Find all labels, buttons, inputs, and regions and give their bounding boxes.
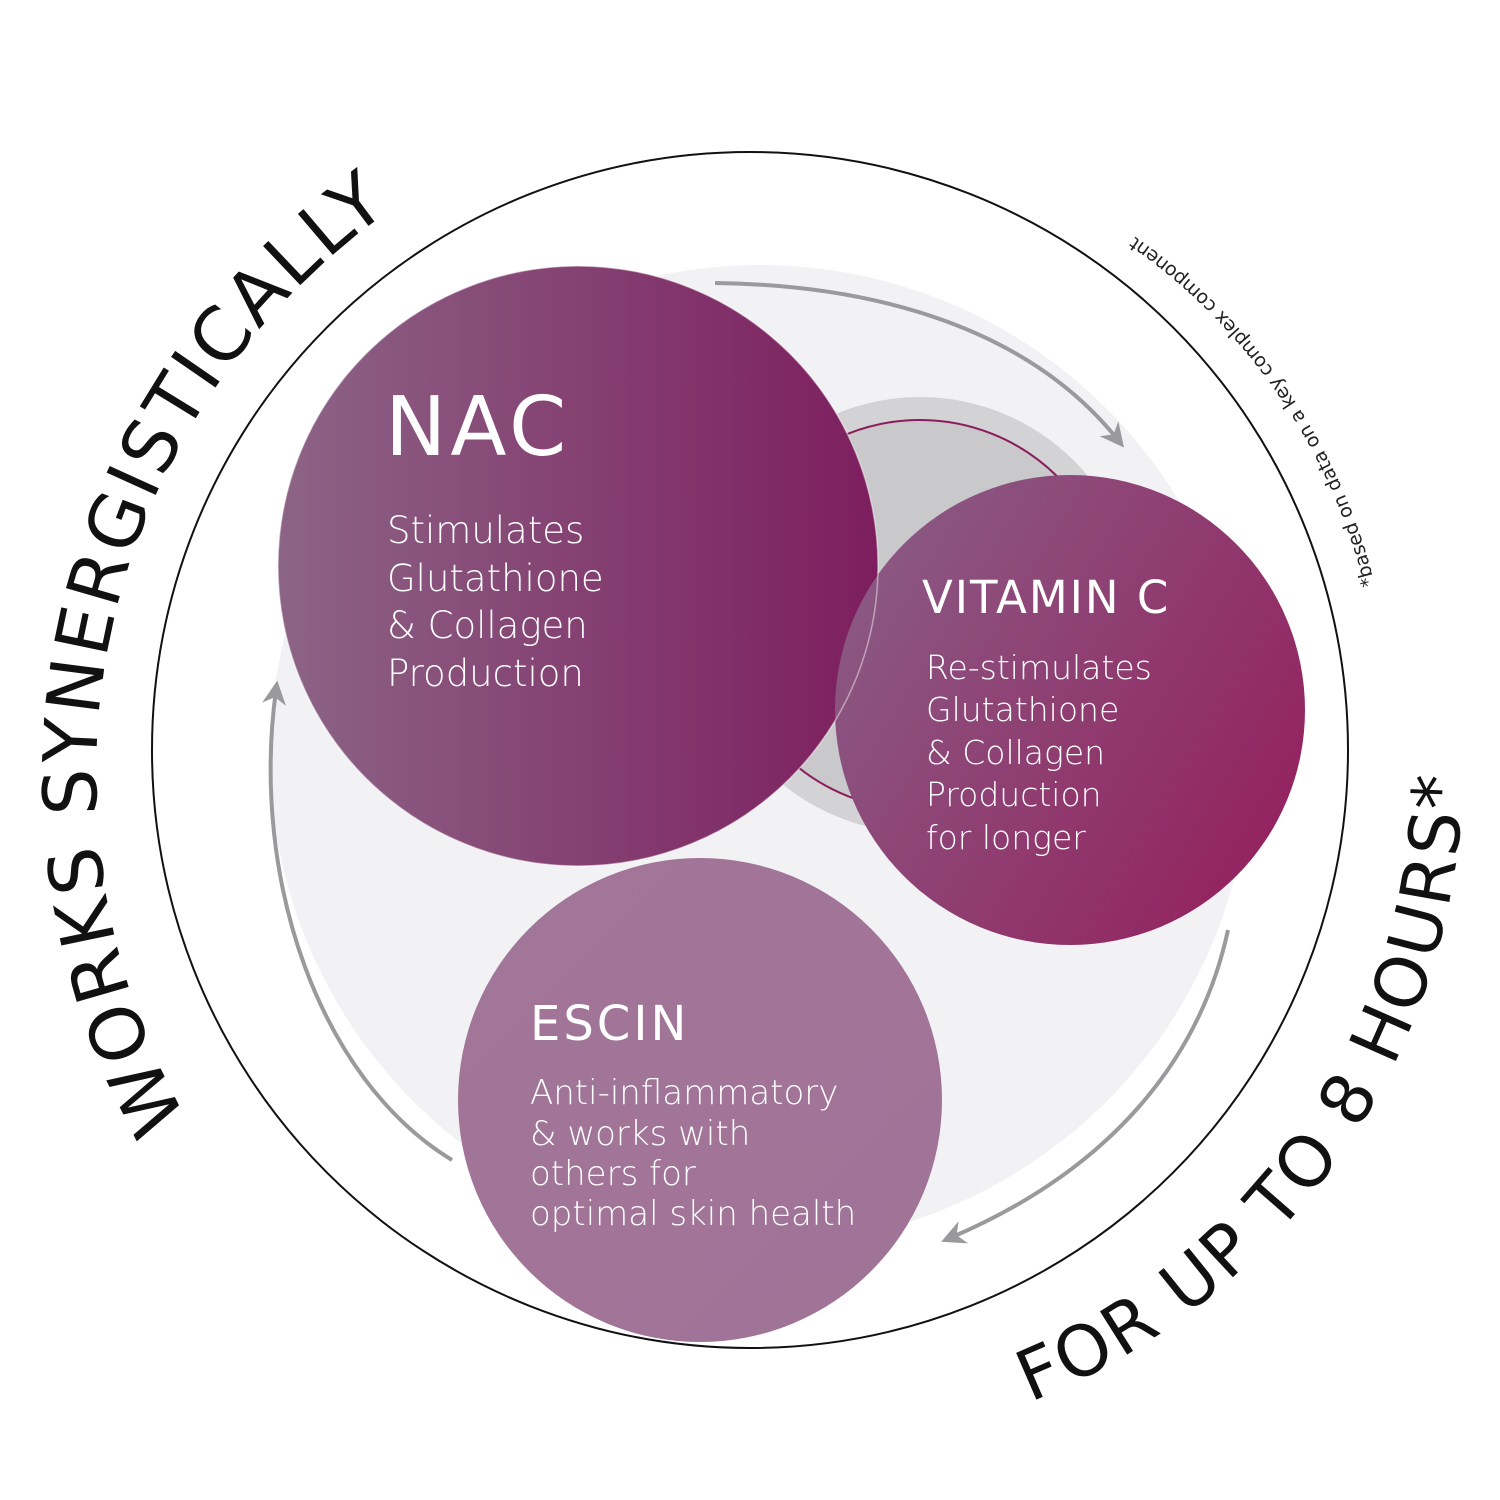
vitamin-c-line-5: for longer bbox=[926, 818, 1086, 857]
vitamin-c-line-4: Production bbox=[926, 775, 1102, 814]
escin-line-3: others for bbox=[530, 1154, 696, 1194]
nac-overlap-outline bbox=[277, 265, 879, 867]
escin-line-2: & works with bbox=[530, 1114, 750, 1154]
nac-circle-shape bbox=[278, 266, 878, 866]
nac-line-1: Stimulates bbox=[387, 509, 584, 552]
arrow-vitc-to-escin bbox=[941, 929, 1230, 1244]
vitamin-c-line-1: Re-stimulates bbox=[926, 648, 1152, 687]
escin-circle-shape bbox=[458, 858, 942, 1342]
escin-circle: ESCIN Anti-inflammatory & works with oth… bbox=[458, 858, 942, 1342]
vitamin-c-title: VITAMIN C bbox=[922, 571, 1170, 624]
nac-circle: NAC Stimulates Glutathione & Collagen Pr… bbox=[278, 266, 878, 866]
vitamin-c-line-2: Glutathione bbox=[926, 690, 1119, 729]
outer-ring bbox=[151, 151, 1349, 1349]
nac-line-2: Glutathione bbox=[387, 557, 604, 600]
escin-title: ESCIN bbox=[530, 996, 689, 1052]
vitamin-c-circle-shape bbox=[835, 475, 1305, 945]
vitamin-c-circle: VITAMIN C Re-stimulates Glutathione & Co… bbox=[277, 265, 1305, 945]
nac-title: NAC bbox=[385, 380, 570, 475]
arrow-escin-to-nac bbox=[262, 680, 454, 1162]
escin-line-1: Anti-inflammatory bbox=[530, 1073, 838, 1113]
nac-line-4: Production bbox=[387, 652, 584, 695]
escin-line-4: optimal skin health bbox=[530, 1194, 856, 1234]
arrow-nac-to-vitc bbox=[714, 281, 1125, 448]
vitamin-c-line-3: & Collagen bbox=[926, 733, 1105, 772]
nac-line-3: & Collagen bbox=[387, 604, 588, 647]
